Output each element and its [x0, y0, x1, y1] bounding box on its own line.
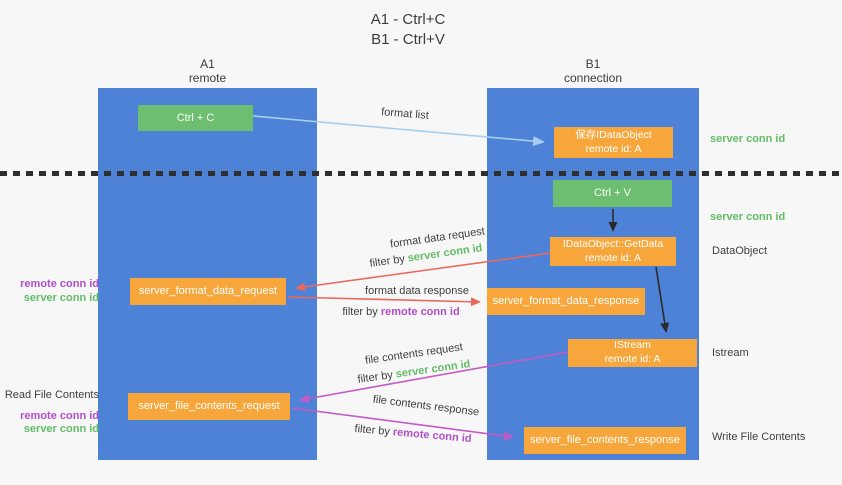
file-contents-response-label: file contents response — [372, 393, 480, 419]
server-format-data-request-box: server_format_data_request — [130, 278, 286, 305]
dataobject-note: DataObject — [712, 245, 768, 257]
ctrl-c-label: Ctrl + C — [176, 111, 215, 124]
right-server-conn-id-note-2: server conn id — [710, 211, 786, 223]
remote-conn-id-inline-1: remote conn id — [380, 306, 460, 318]
right-server-conn-id-note-1: server conn id — [710, 133, 786, 145]
left-remote-conn-id-note-1: remote conn id — [20, 278, 99, 290]
getdata-line1: IDataObject::GetData — [562, 237, 664, 250]
filter-by-remote-conn-id-label-1: filter by remote conn id — [340, 306, 462, 318]
title-line-2: B1 - Ctrl+V — [371, 31, 445, 49]
lane-b1-name: B1 — [585, 57, 601, 71]
istream-box: IStream remote id: A — [568, 339, 697, 367]
session-divider-dotted-line — [0, 171, 842, 176]
istream-note: Istream — [712, 347, 749, 359]
format-list-label: format list — [380, 106, 430, 122]
istream-line1: IStream — [614, 339, 651, 352]
getdata-line2: remote id: A — [584, 251, 642, 264]
lane-a1-subtitle: remote — [188, 71, 227, 86]
istream-line2: remote id: A — [604, 353, 661, 365]
filter-by-remote-conn-id-label-2: filter by remote conn id — [352, 423, 475, 446]
server-file-contents-request-box: server_file_contents_request — [128, 393, 290, 420]
ctrl-c-box: Ctrl + C — [138, 105, 253, 131]
ctrl-v-label: Ctrl + V — [594, 187, 631, 200]
server-format-data-response-label: server_format_data_response — [492, 295, 640, 308]
idataobject-getdata-box: IDataObject::GetData remote id: A — [550, 237, 676, 266]
server-format-data-response-box: server_format_data_response — [487, 288, 645, 315]
server-conn-id-inline-2: server conn id — [394, 358, 472, 381]
filter-prefix-3: filter by — [356, 368, 397, 386]
save-idataobject-line1: 保存IDataObject — [575, 128, 652, 141]
server-format-data-request-label: server_format_data_request — [138, 285, 278, 298]
left-remote-conn-id-note-2: remote conn id — [20, 410, 99, 422]
filter-prefix-1: filter by — [368, 252, 409, 270]
save-idataobject-box: 保存IDataObject remote id: A — [554, 127, 673, 158]
lane-b1-subtitle: connection — [563, 71, 623, 86]
remote-conn-id-inline-2: remote conn id — [392, 426, 472, 446]
lane-header-b1: B1 connection — [487, 57, 699, 86]
ctrl-v-box: Ctrl + V — [553, 180, 672, 207]
format-data-response-label: format data response — [365, 285, 469, 297]
server-file-contents-request-label: server_file_contents_request — [138, 400, 280, 413]
save-idataobject-line2: remote id: A — [585, 142, 642, 155]
filter-prefix-2: filter by — [342, 306, 381, 318]
lane-header-a1: A1 remote — [98, 57, 317, 86]
title-line-1: A1 - Ctrl+C — [370, 11, 446, 28]
write-file-contents-note: Write File Contents — [712, 431, 806, 443]
left-server-conn-id-note-2: server conn id — [23, 423, 99, 435]
diagram-title: A1 - Ctrl+C B1 - Ctrl+V — [0, 10, 816, 51]
server-file-contents-response-box: server_file_contents_response — [524, 427, 686, 454]
left-server-conn-id-note-1: server conn id — [23, 292, 99, 304]
read-file-contents-note: Read File Contents — [4, 389, 99, 401]
server-file-contents-response-label: server_file_contents_response — [530, 434, 680, 447]
filter-prefix-4: filter by — [354, 422, 394, 439]
lane-a1-name: A1 — [200, 57, 215, 71]
